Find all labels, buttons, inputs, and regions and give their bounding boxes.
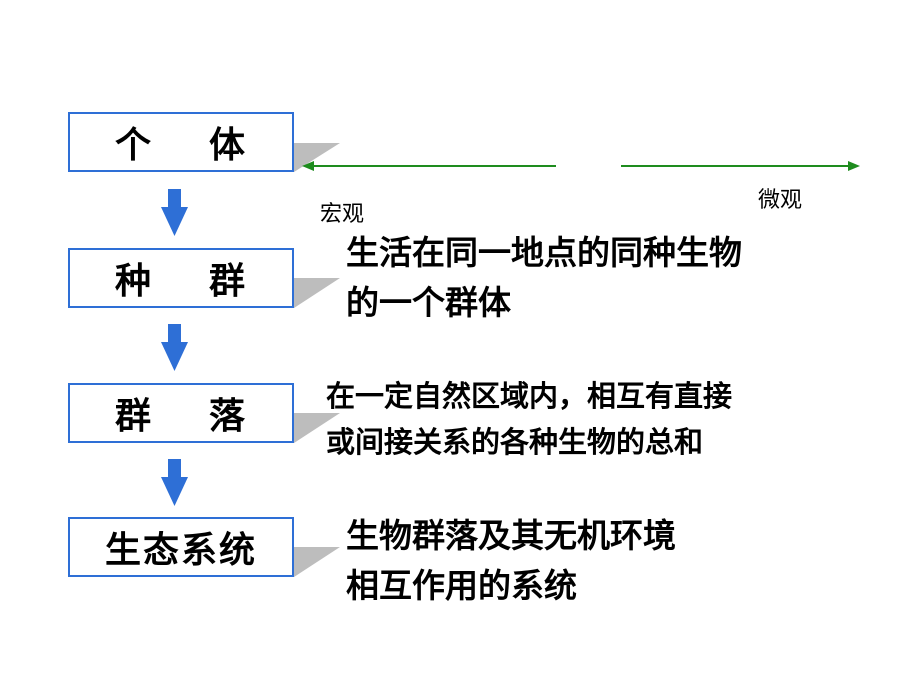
description-line: 或间接关系的各种生物的总和	[326, 425, 704, 459]
micro-scale-arrow	[621, 161, 860, 171]
description-line: 生物群落及其无机环境	[346, 516, 676, 555]
level-box-population: 种群	[68, 248, 294, 308]
box-shadow-wedge	[294, 278, 340, 308]
level-char: 落	[209, 395, 248, 437]
box-shadow-wedge	[294, 413, 340, 443]
down-arrow	[161, 324, 188, 371]
box-shadow-wedge	[294, 547, 340, 577]
level-char: 群	[114, 395, 153, 437]
level-char: 个	[114, 124, 153, 166]
ecosystem-description: 生物群落及其无机环境 相互作用的系统	[346, 511, 676, 611]
down-arrow	[161, 459, 188, 506]
macro-scale-arrow	[302, 161, 556, 171]
macro-label: 宏观	[320, 202, 365, 227]
description-line: 在一定自然区域内，相互有直接	[326, 379, 733, 413]
population-description: 生活在同一地点的同种生物 的一个群体	[346, 228, 742, 328]
level-box-community: 群落	[68, 383, 294, 443]
description-line: 生活在同一地点的同种生物	[346, 233, 742, 272]
level-box-ecosystem: 生态系统	[68, 517, 294, 577]
level-box-individual: 个体	[68, 112, 294, 172]
level-char: 种	[114, 260, 153, 302]
description-line: 的一个群体	[346, 283, 511, 322]
micro-label: 微观	[758, 188, 803, 213]
level-char: 群	[209, 260, 248, 302]
description-line: 相互作用的系统	[346, 566, 577, 605]
level-char: 体	[209, 124, 248, 166]
box-shadow-wedge	[294, 143, 340, 172]
down-arrow	[161, 189, 188, 236]
community-description: 在一定自然区域内，相互有直接 或间接关系的各种生物的总和	[326, 373, 732, 465]
level-label: 生态系统	[104, 529, 257, 571]
